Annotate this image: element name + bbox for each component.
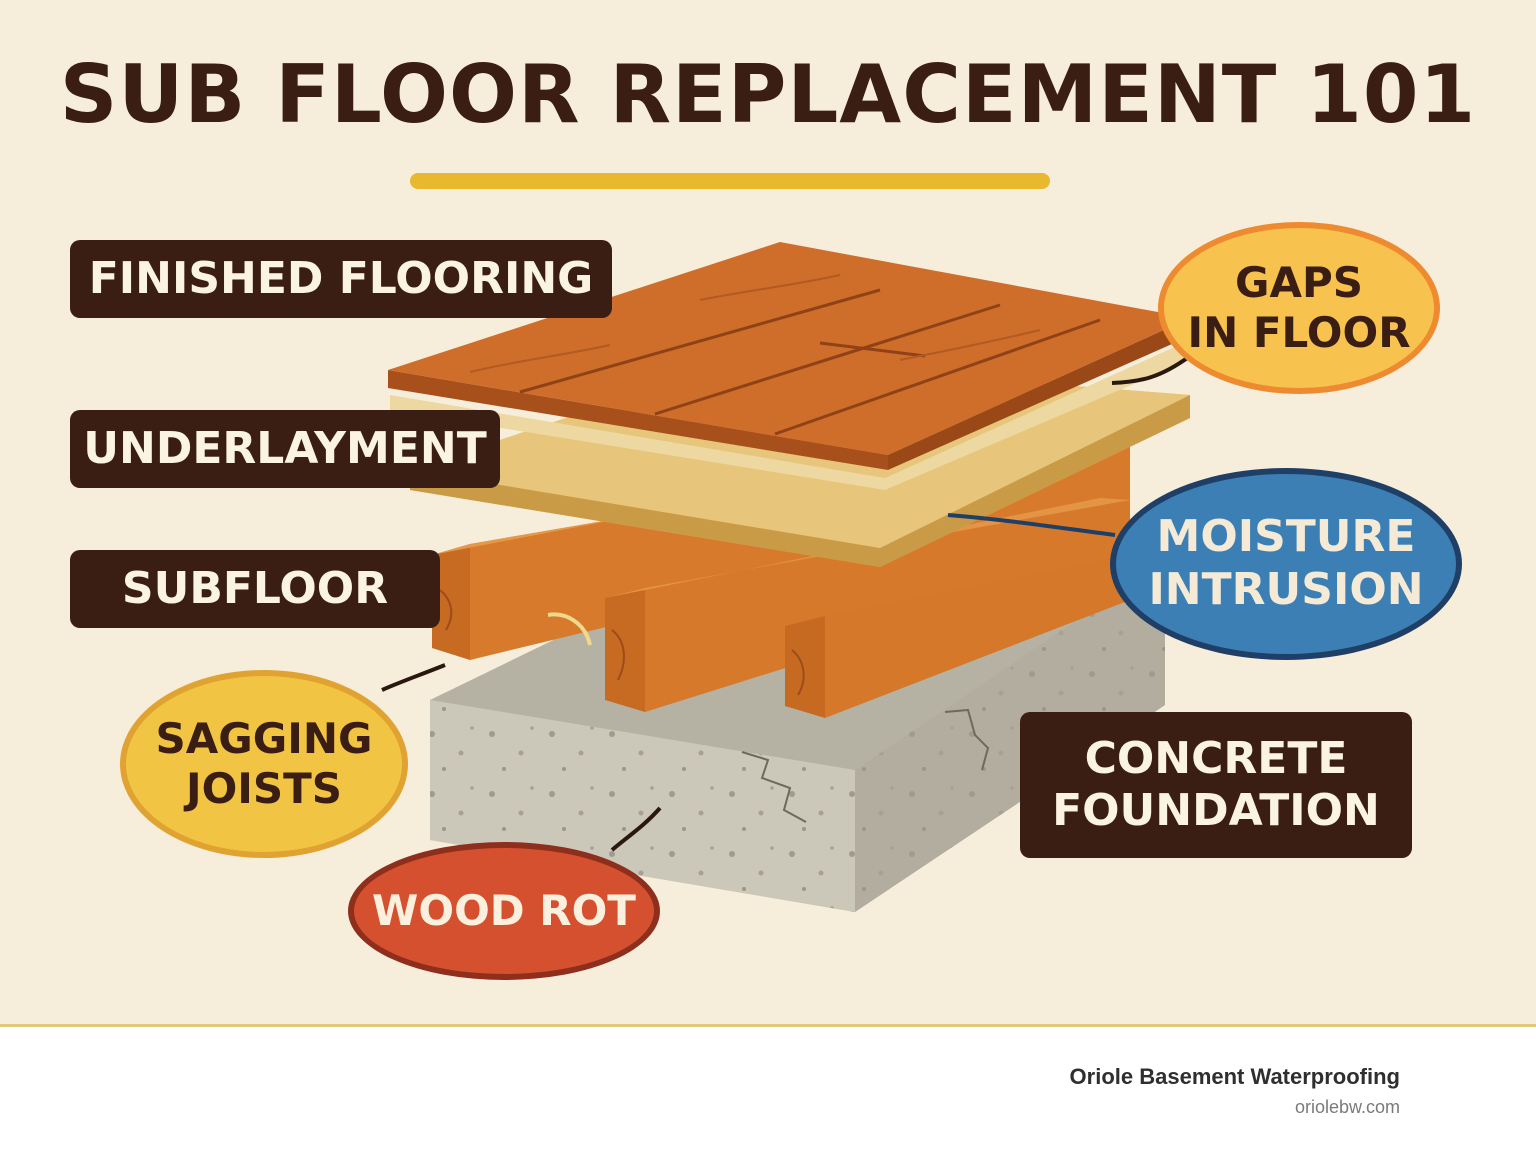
moisture-intrusion-line2: INTRUSION (1148, 564, 1424, 615)
gaps-leader-line (1111, 354, 1192, 385)
page-title: SUB FLOOR REPLACEMENT 101 (59, 48, 1477, 141)
concrete-foundation-line1: CONCRETE (1084, 733, 1348, 785)
footer-url: oriolebw.com (1294, 1097, 1400, 1117)
label-underlayment: UNDERLAYMENT (70, 410, 500, 488)
label-subfloor: SUBFLOOR (70, 550, 440, 628)
finished-flooring-illustration (388, 242, 1190, 470)
infographic-poster: SUB FLOOR REPLACEMENT 101 (0, 0, 1536, 1027)
subfloor-layer-diagram (381, 242, 1192, 912)
label-finished-flooring: FINISHED FLOORING (70, 240, 612, 318)
moisture-leader-line (947, 513, 1116, 537)
title-underline (410, 173, 1050, 189)
sagging-joists-line2: JOISTS (185, 764, 343, 813)
sagging-joists-line1: SAGGING (155, 713, 373, 763)
bubble-moisture-intrusion: MOISTURE INTRUSION (1110, 468, 1462, 660)
bubble-sagging-joists: SAGGING JOISTS (120, 670, 408, 858)
footer-brand: Oriole Basement Waterproofing (1069, 1064, 1400, 1089)
wood-rot-leader-line (610, 806, 662, 852)
concrete-foundation-line2: FOUNDATION (1052, 785, 1380, 836)
gaps-in-floor-line1: GAPS (1234, 257, 1363, 307)
bubble-wood-rot: WOOD ROT (348, 842, 660, 980)
gaps-in-floor-line2: IN FLOOR (1187, 308, 1411, 357)
label-concrete-foundation: CONCRETE FOUNDATION (1020, 712, 1412, 858)
sagging-leader-line (381, 663, 446, 692)
underlayment-layer-illustration (390, 340, 1190, 490)
moisture-intrusion-line1: MOISTURE (1156, 511, 1416, 563)
bubble-gaps-in-floor: GAPS IN FLOOR (1158, 222, 1440, 394)
